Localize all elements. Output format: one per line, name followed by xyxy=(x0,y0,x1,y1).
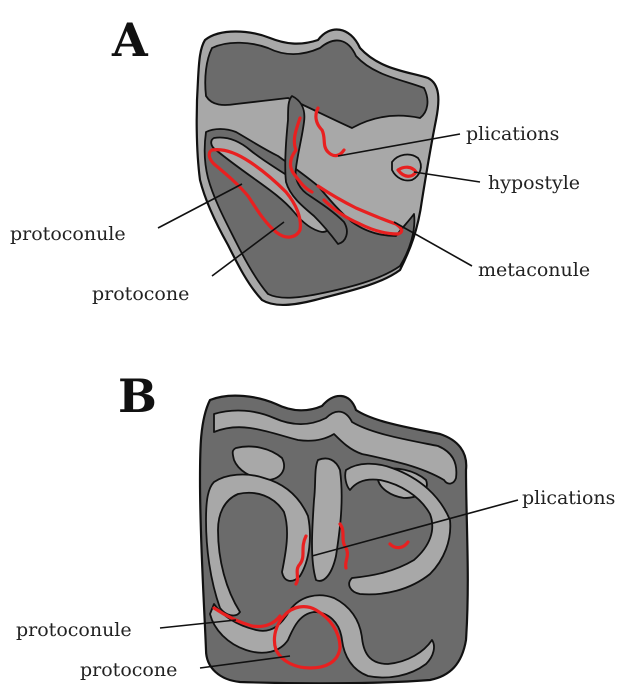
panel-a-label-plications: plications xyxy=(466,123,559,145)
panel-b-label-protocone: protocone xyxy=(80,659,177,681)
panel-b: B plications protoconule protocone xyxy=(16,369,615,683)
panel-a-letter: A xyxy=(111,13,149,67)
panel-b-label-protoconule: protoconule xyxy=(16,619,132,641)
panel-a-label-protocone: protocone xyxy=(92,283,189,305)
panel-a-label-protoconule: protoconule xyxy=(10,223,126,245)
panel-b-label-plications: plications xyxy=(522,487,615,509)
panel-b-letter: B xyxy=(118,369,157,423)
panel-a: A plications hypostyle protoconule proto… xyxy=(10,13,590,305)
panel-a-label-metaconule: metaconule xyxy=(478,259,590,281)
panel-a-label-hypostyle: hypostyle xyxy=(488,172,580,194)
